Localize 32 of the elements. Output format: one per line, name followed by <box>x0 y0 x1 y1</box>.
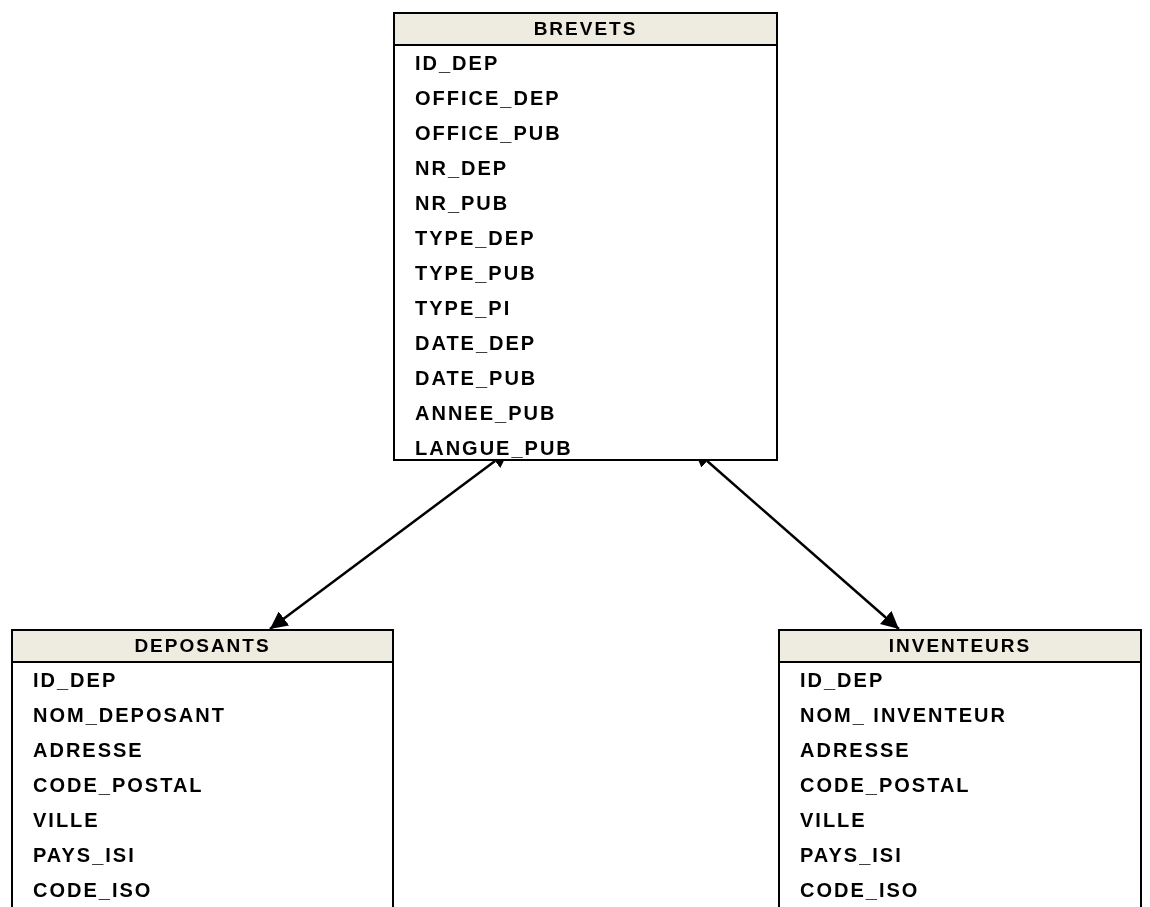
table-header: DEPOSANTS <box>13 631 392 663</box>
field-name: TYPE_PUB <box>414 261 538 286</box>
table-header: INVENTEURS <box>780 631 1140 663</box>
field-name: CODE_POSTAL <box>32 773 205 798</box>
field-name: NOM_DEPOSANT <box>32 703 227 728</box>
field-name: PAYS_ISI <box>799 843 904 868</box>
field-name: OFFICE_PUB <box>414 121 563 146</box>
field-name: DATE_DEP <box>414 331 538 356</box>
table-header: BREVETS <box>395 14 776 46</box>
field-name: TYPE_PI <box>414 296 513 321</box>
field-name: NR_PUB <box>414 191 511 216</box>
field-name: ID_DEP <box>32 668 119 693</box>
table-box <box>393 12 778 461</box>
field-name: CODE_POSTAL <box>799 773 972 798</box>
field-name: TYPE_DEP <box>414 226 537 251</box>
field-name: ID_DEP <box>414 51 501 76</box>
field-name: LANGUE_PUB <box>414 436 574 461</box>
field-name: DATE_PUB <box>414 366 539 391</box>
field-name: CODE_ISO <box>32 878 154 903</box>
field-name: NR_DEP <box>414 156 510 181</box>
field-name: NOM_ INVENTEUR <box>799 703 1008 728</box>
field-name: VILLE <box>32 808 101 833</box>
table-box <box>778 629 1142 907</box>
field-name: ADRESSE <box>32 738 145 763</box>
field-name: OFFICE_DEP <box>414 86 562 111</box>
field-name: PAYS_ISI <box>32 843 137 868</box>
field-name: ANNEE_PUB <box>414 401 558 426</box>
field-name: VILLE <box>799 808 868 833</box>
field-name: ID_DEP <box>799 668 886 693</box>
field-name: CODE_ISO <box>799 878 921 903</box>
table-box <box>11 629 394 907</box>
field-name: ADRESSE <box>799 738 912 763</box>
